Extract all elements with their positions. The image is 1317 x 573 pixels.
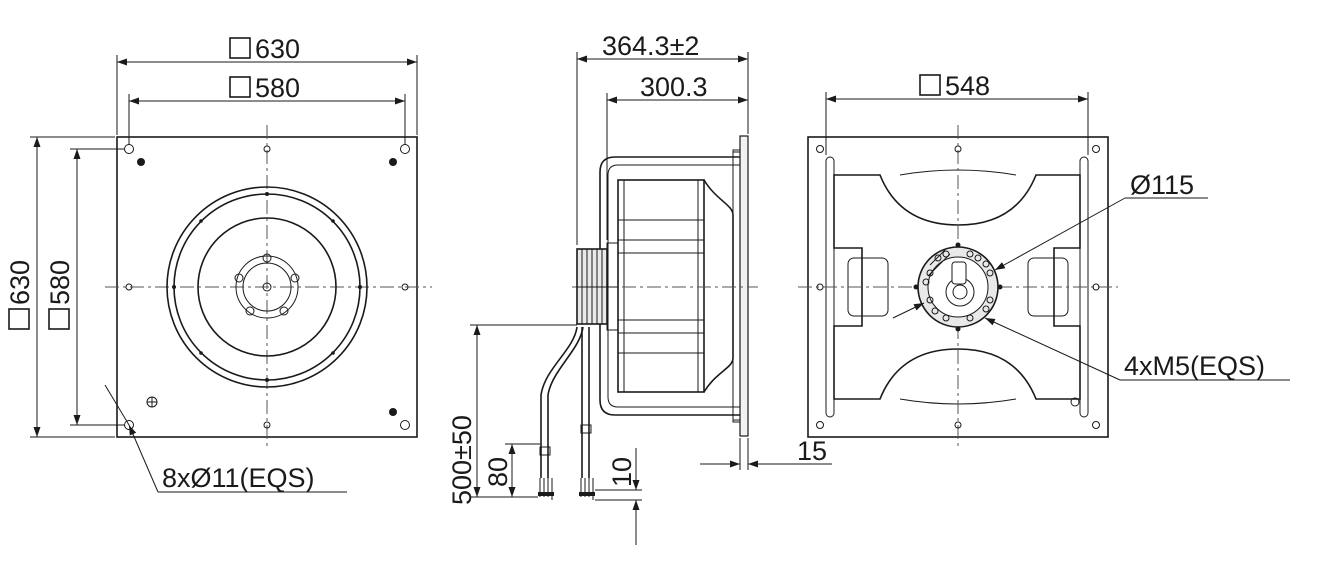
side-view: 364.3±2 300.3 15 500±50 80 10	[447, 31, 832, 545]
dim-flange-thickness: 15	[797, 436, 827, 466]
dim-inner-size: 548	[945, 71, 990, 101]
dim-body-length: 300.3	[640, 72, 708, 102]
side-impeller	[617, 179, 705, 393]
dim-hole-pitch-vertical: 580	[45, 260, 75, 305]
side-flange	[739, 135, 749, 437]
mount-hole	[401, 283, 409, 291]
dim-outer-size-vertical: 630	[5, 260, 35, 305]
mount-hole	[263, 421, 271, 429]
dim-outer-size: 630	[255, 34, 300, 64]
rotor-hub	[235, 255, 299, 319]
holes-note: 8xØ11(EQS)	[162, 463, 315, 493]
threads-note: 4xM5(EQS)	[1124, 351, 1265, 381]
dim-strip-length: 80	[483, 457, 513, 487]
dim-hole-pitch: 580	[255, 73, 300, 103]
screw	[389, 408, 397, 416]
dim-wire-end: 10	[607, 457, 637, 487]
screw	[389, 158, 397, 166]
impeller-disc	[197, 217, 337, 357]
front-view: 630 580 630 580 8xØ11(EQS)	[5, 34, 432, 493]
mount-hole	[124, 144, 134, 154]
rear-view: 548 Ø115 4xM5(EQS)	[798, 71, 1290, 450]
dim-cable-length: 500±50	[447, 415, 477, 505]
mount-hole	[400, 144, 410, 154]
inlet-ring-outer	[166, 186, 368, 388]
hub-diameter: Ø115	[1130, 170, 1194, 200]
mount-hole	[400, 420, 410, 430]
dim-overall-length: 364.3±2	[602, 31, 699, 61]
screw	[137, 158, 145, 166]
cable-left	[547, 326, 584, 478]
mount-hole	[263, 145, 271, 153]
rear-frame	[833, 174, 1081, 400]
mount-hole	[125, 283, 133, 291]
